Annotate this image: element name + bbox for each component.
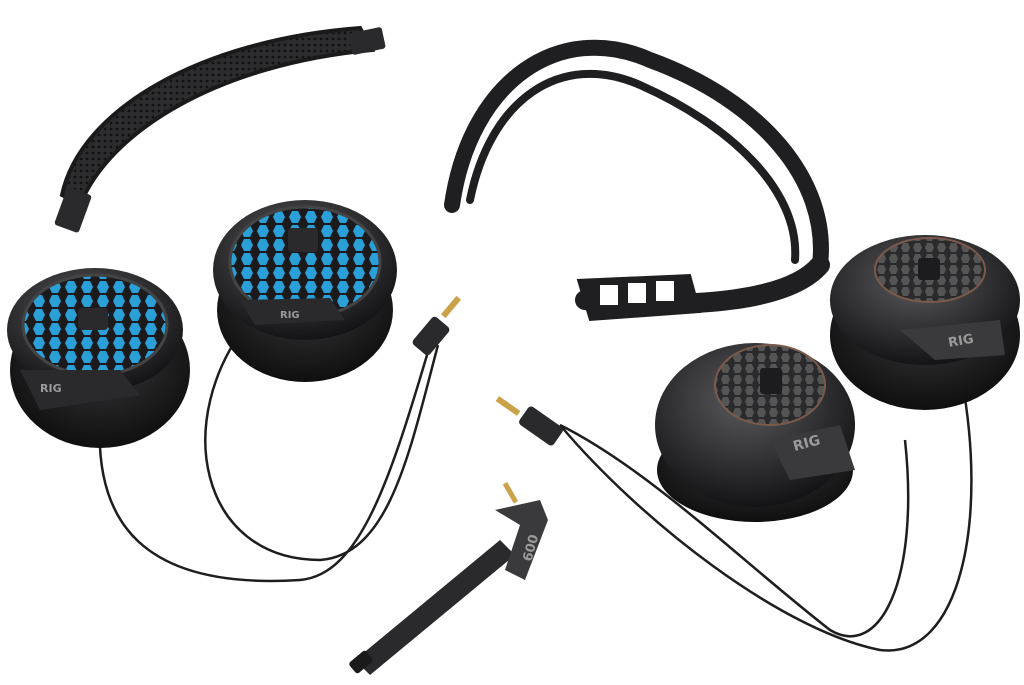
- brand-logo-left-2: RIG: [280, 310, 300, 321]
- brand-logo-right: RIG: [947, 332, 975, 351]
- cables: [98, 319, 973, 652]
- headband-frame: [444, 39, 830, 322]
- earcup-right-front: RIG: [655, 343, 855, 522]
- audio-plug-left: [412, 295, 462, 356]
- earcup-right-back: RIG: [830, 235, 1020, 410]
- earcup-left-open: RIG: [7, 268, 190, 448]
- audio-plug-right: [495, 396, 563, 446]
- headband-pad: [54, 25, 386, 233]
- brand-logo-left: RIG: [40, 382, 62, 395]
- brand-logo-right-2: RIG: [791, 432, 822, 455]
- microphone-boom: 600: [349, 481, 548, 675]
- mic-model-label: 600: [521, 533, 543, 563]
- earcup-left-closed: RIG: [213, 200, 397, 382]
